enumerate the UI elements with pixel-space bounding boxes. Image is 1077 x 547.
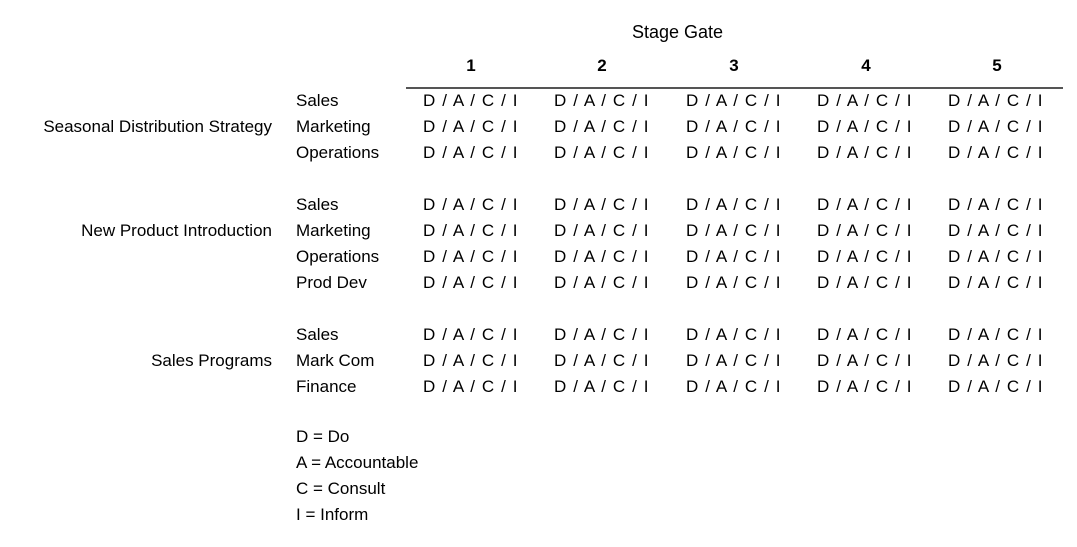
raci-cell: D / A / C / I (423, 195, 519, 214)
raci-cell: D / A / C / I (423, 247, 519, 266)
gate-header-5: 5 (992, 56, 1002, 75)
raci-cell: D / A / C / I (948, 143, 1044, 162)
raci-cell: D / A / C / I (554, 117, 650, 136)
raci-cell: D / A / C / I (817, 247, 913, 266)
department-label: Finance (296, 377, 357, 396)
gate-header-1: 1 (466, 56, 476, 75)
raci-cell: D / A / C / I (948, 247, 1044, 266)
department-label: Marketing (296, 221, 371, 240)
raci-cell: D / A / C / I (423, 351, 519, 370)
department-label: Mark Com (296, 351, 375, 370)
raci-cell: D / A / C / I (686, 117, 782, 136)
legend-item: I = Inform (296, 505, 369, 524)
raci-cell: D / A / C / I (686, 247, 782, 266)
raci-cell: D / A / C / I (423, 325, 519, 344)
raci-cell: D / A / C / I (423, 221, 519, 240)
raci-cell: D / A / C / I (817, 221, 913, 240)
department-label: Sales (296, 325, 339, 344)
raci-cell: D / A / C / I (423, 377, 519, 396)
legend-item: C = Consult (296, 479, 386, 498)
raci-cell: D / A / C / I (686, 351, 782, 370)
raci-cell: D / A / C / I (948, 325, 1044, 344)
raci-cell: D / A / C / I (686, 221, 782, 240)
legend-item: A = Accountable (296, 453, 419, 472)
group-label: Sales Programs (151, 351, 272, 370)
raci-cell: D / A / C / I (554, 377, 650, 396)
raci-cell: D / A / C / I (554, 273, 650, 292)
raci-cell: D / A / C / I (554, 221, 650, 240)
raci-cell: D / A / C / I (554, 247, 650, 266)
raci-cell: D / A / C / I (948, 221, 1044, 240)
group-label: Seasonal Distribution Strategy (43, 117, 272, 136)
raci-cell: D / A / C / I (554, 195, 650, 214)
raci-cell: D / A / C / I (817, 91, 913, 110)
raci-cell: D / A / C / I (948, 91, 1044, 110)
raci-cell: D / A / C / I (423, 117, 519, 136)
raci-cell: D / A / C / I (554, 325, 650, 344)
stage-gate-title: Stage Gate (632, 22, 724, 42)
group-label: New Product Introduction (81, 221, 272, 240)
raci-cell: D / A / C / I (817, 195, 913, 214)
raci-cell: D / A / C / I (817, 117, 913, 136)
raci-cell: D / A / C / I (817, 351, 913, 370)
raci-cell: D / A / C / I (554, 351, 650, 370)
raci-cell: D / A / C / I (948, 117, 1044, 136)
raci-cell: D / A / C / I (948, 351, 1044, 370)
raci-cell: D / A / C / I (686, 377, 782, 396)
raci-cell: D / A / C / I (686, 325, 782, 344)
department-label: Operations (296, 247, 380, 266)
raci-cell: D / A / C / I (554, 143, 650, 162)
department-label: Marketing (296, 117, 371, 136)
gate-header-3: 3 (729, 56, 739, 75)
raci-cell: D / A / C / I (554, 91, 650, 110)
raci-cell: D / A / C / I (423, 143, 519, 162)
header-rule (406, 87, 1063, 89)
raci-cell: D / A / C / I (686, 195, 782, 214)
gate-header-4: 4 (861, 56, 871, 75)
department-label: Sales (296, 91, 339, 110)
raci-cell: D / A / C / I (817, 273, 913, 292)
legend-item: D = Do (296, 427, 350, 446)
raci-cell: D / A / C / I (686, 91, 782, 110)
department-label: Sales (296, 195, 339, 214)
raci-cell: D / A / C / I (948, 273, 1044, 292)
raci-cell: D / A / C / I (423, 273, 519, 292)
raci-cell: D / A / C / I (686, 273, 782, 292)
raci-cell: D / A / C / I (423, 91, 519, 110)
raci-cell: D / A / C / I (817, 143, 913, 162)
raci-cell: D / A / C / I (817, 377, 913, 396)
raci-cell: D / A / C / I (817, 325, 913, 344)
raci-cell: D / A / C / I (686, 143, 782, 162)
gate-header-2: 2 (597, 56, 607, 75)
raci-cell: D / A / C / I (948, 377, 1044, 396)
department-label: Operations (296, 143, 380, 162)
department-label: Prod Dev (296, 273, 367, 292)
raci-cell: D / A / C / I (948, 195, 1044, 214)
